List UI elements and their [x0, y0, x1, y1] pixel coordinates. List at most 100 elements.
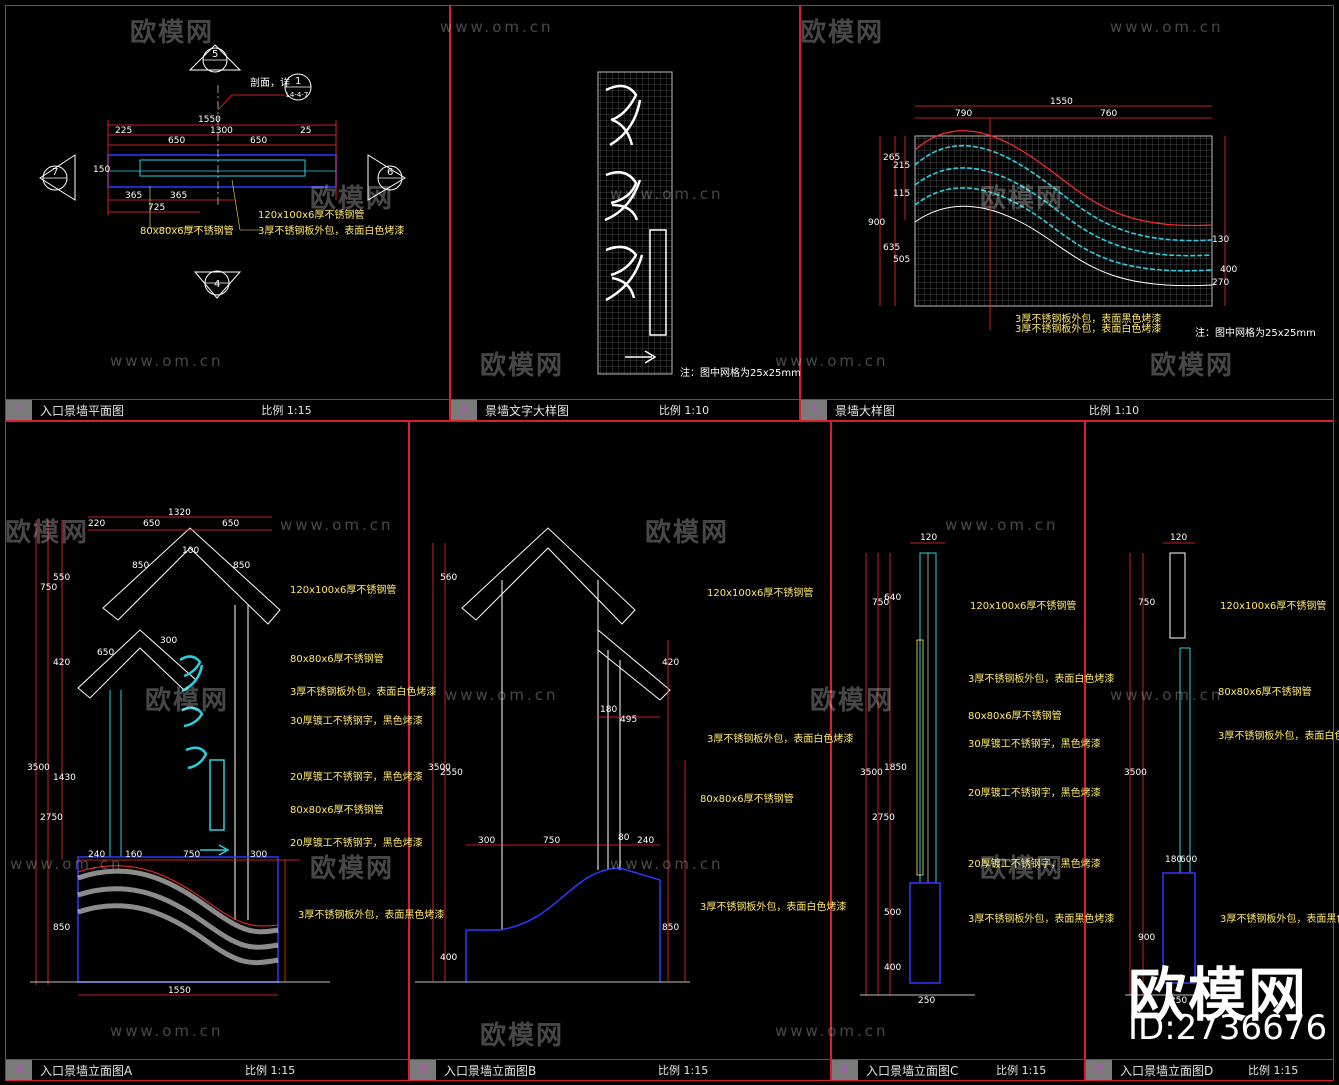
dim-label: 650 — [222, 519, 239, 529]
dim-label: 2750 — [40, 813, 63, 823]
dim-label: 120 — [920, 533, 937, 543]
watermark-url: www.om.cn — [110, 352, 224, 370]
note-p4-c: 3厚不锈钢板外包，表面白色烤漆 — [290, 687, 437, 698]
panel-2-titlebar: 2 景墙文字大样图 比例 1:10 — [451, 399, 799, 420]
panel-7-number: 7 — [1086, 1060, 1112, 1080]
panel-7-scale: 比例 1:15 — [1248, 1064, 1299, 1077]
dim-label: 400 — [884, 963, 901, 973]
note-p1-b: 80x80x6厚不锈钢管 — [140, 226, 234, 237]
watermark-url: www.om.cn — [1110, 686, 1224, 704]
dim-label: 160 — [125, 850, 142, 860]
dim-label: 1850 — [884, 763, 907, 773]
panel-2-number: 2 — [451, 400, 477, 420]
dim-label: 1300 — [210, 126, 233, 136]
dim-label: 115 — [893, 189, 910, 199]
dim-label: 180 — [1165, 855, 1182, 865]
dim-label: 900 — [1138, 933, 1155, 943]
note-p7-c: 3厚不锈钢板外包，表面白色烤漆 — [1218, 731, 1339, 742]
watermark-logo: 欧模网 — [645, 518, 730, 548]
dim-label: 850 — [233, 561, 250, 571]
watermark-url: www.om.cn — [610, 185, 724, 203]
marker-1-ref: L4-4-7 — [286, 91, 308, 99]
model-id: ID:2736676 — [1128, 1008, 1328, 1048]
watermark-logo: 欧模网 — [980, 854, 1065, 884]
dim-label: 850 — [132, 561, 149, 571]
note-p5-a: 120x100x6厚不锈钢管 — [707, 588, 814, 599]
watermark-url: www.om.cn — [945, 516, 1059, 534]
panel-6-scale: 比例 1:15 — [996, 1064, 1047, 1077]
dim-label: 365 — [170, 191, 187, 201]
panel-1-plan — [107, 85, 337, 231]
panel-6-title: 入口景墙立面图C — [866, 1063, 959, 1078]
dim-label: 365 — [125, 191, 142, 201]
dim-label: 250 — [1170, 996, 1187, 1006]
dim-label: 3500 — [860, 768, 883, 778]
dim-label: 640 — [884, 593, 901, 603]
watermark-url: www.om.cn — [610, 855, 724, 873]
note-p6-f: 3厚不锈钢板外包，表面黑色烤漆 — [968, 914, 1115, 925]
brand-logo: 欧模网 — [1128, 961, 1309, 1029]
dim-label: 505 — [893, 255, 910, 265]
watermark-logo: 欧模网 — [310, 854, 395, 884]
note-p5-c2: 3厚不锈钢板外包，表面白色烤漆 — [700, 902, 847, 913]
note-p3-c: 3厚不锈钢板外包，表面白色烤漆 — [1015, 324, 1162, 335]
dim-label: 650 — [168, 136, 185, 146]
watermark-url: www.om.cn — [110, 1022, 224, 1040]
section-label: 剖面，详 — [250, 78, 290, 89]
note-p6-b: 80x80x6厚不锈钢管 — [968, 711, 1062, 722]
dim-label: 80 — [618, 833, 630, 843]
panel-4-elevation — [30, 516, 330, 996]
panel-3-grid — [879, 105, 1226, 330]
watermark-logo: 欧模网 — [800, 18, 885, 48]
dim-label: 495 — [620, 715, 637, 725]
dim-label: 130 — [1212, 235, 1229, 245]
panel-7-frame: 7 入口景墙立面图D 比例 1:15 — [1085, 421, 1334, 1081]
dim-label: 270 — [1212, 278, 1229, 288]
panel-6-titlebar: 6 入口景墙立面图C 比例 1:15 — [832, 1059, 1084, 1080]
dim-label: 300 — [478, 836, 495, 846]
note-p7-b: 80x80x6厚不锈钢管 — [1218, 687, 1312, 698]
dim-label: 420 — [662, 658, 679, 668]
marker-6-label: 6 — [387, 167, 393, 178]
panel-1-title: 入口景墙平面图 — [40, 403, 125, 418]
dim-label: 215 — [893, 161, 910, 171]
panel-1-frame: 1 入口景墙平面图 比例 1:15 — [5, 5, 450, 421]
dim-label: 220 — [88, 519, 105, 529]
dim-label: 100 — [182, 546, 199, 556]
dim-label: 850 — [53, 923, 70, 933]
dim-label: 265 — [883, 153, 900, 163]
panel-4-titlebar: 4 入口景墙立面图A 比例 1:15 — [6, 1059, 408, 1080]
panel-1-titlebar: 1 入口景墙平面图 比例 1:15 — [6, 399, 449, 420]
dim-label: 150 — [93, 165, 110, 175]
section-marker-7 — [39, 154, 76, 201]
marker-4-label: 4 — [214, 279, 220, 290]
dim-label: 750 — [183, 850, 200, 860]
note-p7-f: 3厚不锈钢板外包，表面黑色烤漆 — [1220, 914, 1339, 925]
panel-3-scale: 比例 1:10 — [1088, 404, 1140, 417]
watermark-url: www.om.cn — [445, 686, 559, 704]
dim-label: 850 — [662, 923, 679, 933]
watermark-url: www.om.cn — [775, 1022, 889, 1040]
note-p4-a: 120x100x6厚不锈钢管 — [290, 585, 397, 596]
note-p4-e2: 20厚镀工不锈钢字，黑色烤漆 — [290, 838, 423, 849]
dim-label: 790 — [955, 109, 972, 119]
panel-7-elevation — [1125, 542, 1225, 996]
dim-label: 420 — [53, 658, 70, 668]
panel-3-number: 3 — [801, 400, 827, 420]
watermark-url: www.om.cn — [440, 18, 554, 36]
marker-5-label: 5 — [212, 49, 218, 60]
dim-label: 600 — [1180, 855, 1197, 865]
section-marker-6 — [367, 154, 406, 201]
panel-4-frame: 4 入口景墙立面图A 比例 1:15 — [5, 421, 409, 1081]
dim-label: 300 — [160, 636, 177, 646]
watermark-logo: 欧模网 — [980, 184, 1065, 214]
watermark-url: www.om.cn — [10, 855, 124, 873]
note-p5-c: 3厚不锈钢板外包，表面白色烤漆 — [707, 734, 854, 745]
dim-label: 2750 — [872, 813, 895, 823]
note-p6-c: 3厚不锈钢板外包，表面白色烤漆 — [968, 674, 1115, 685]
dim-label: 560 — [440, 573, 457, 583]
dim-label: 650 — [143, 519, 160, 529]
panel-2-title: 景墙文字大样图 — [485, 403, 570, 418]
watermark-url: www.om.cn — [280, 516, 394, 534]
dim-label: 1320 — [168, 508, 191, 518]
